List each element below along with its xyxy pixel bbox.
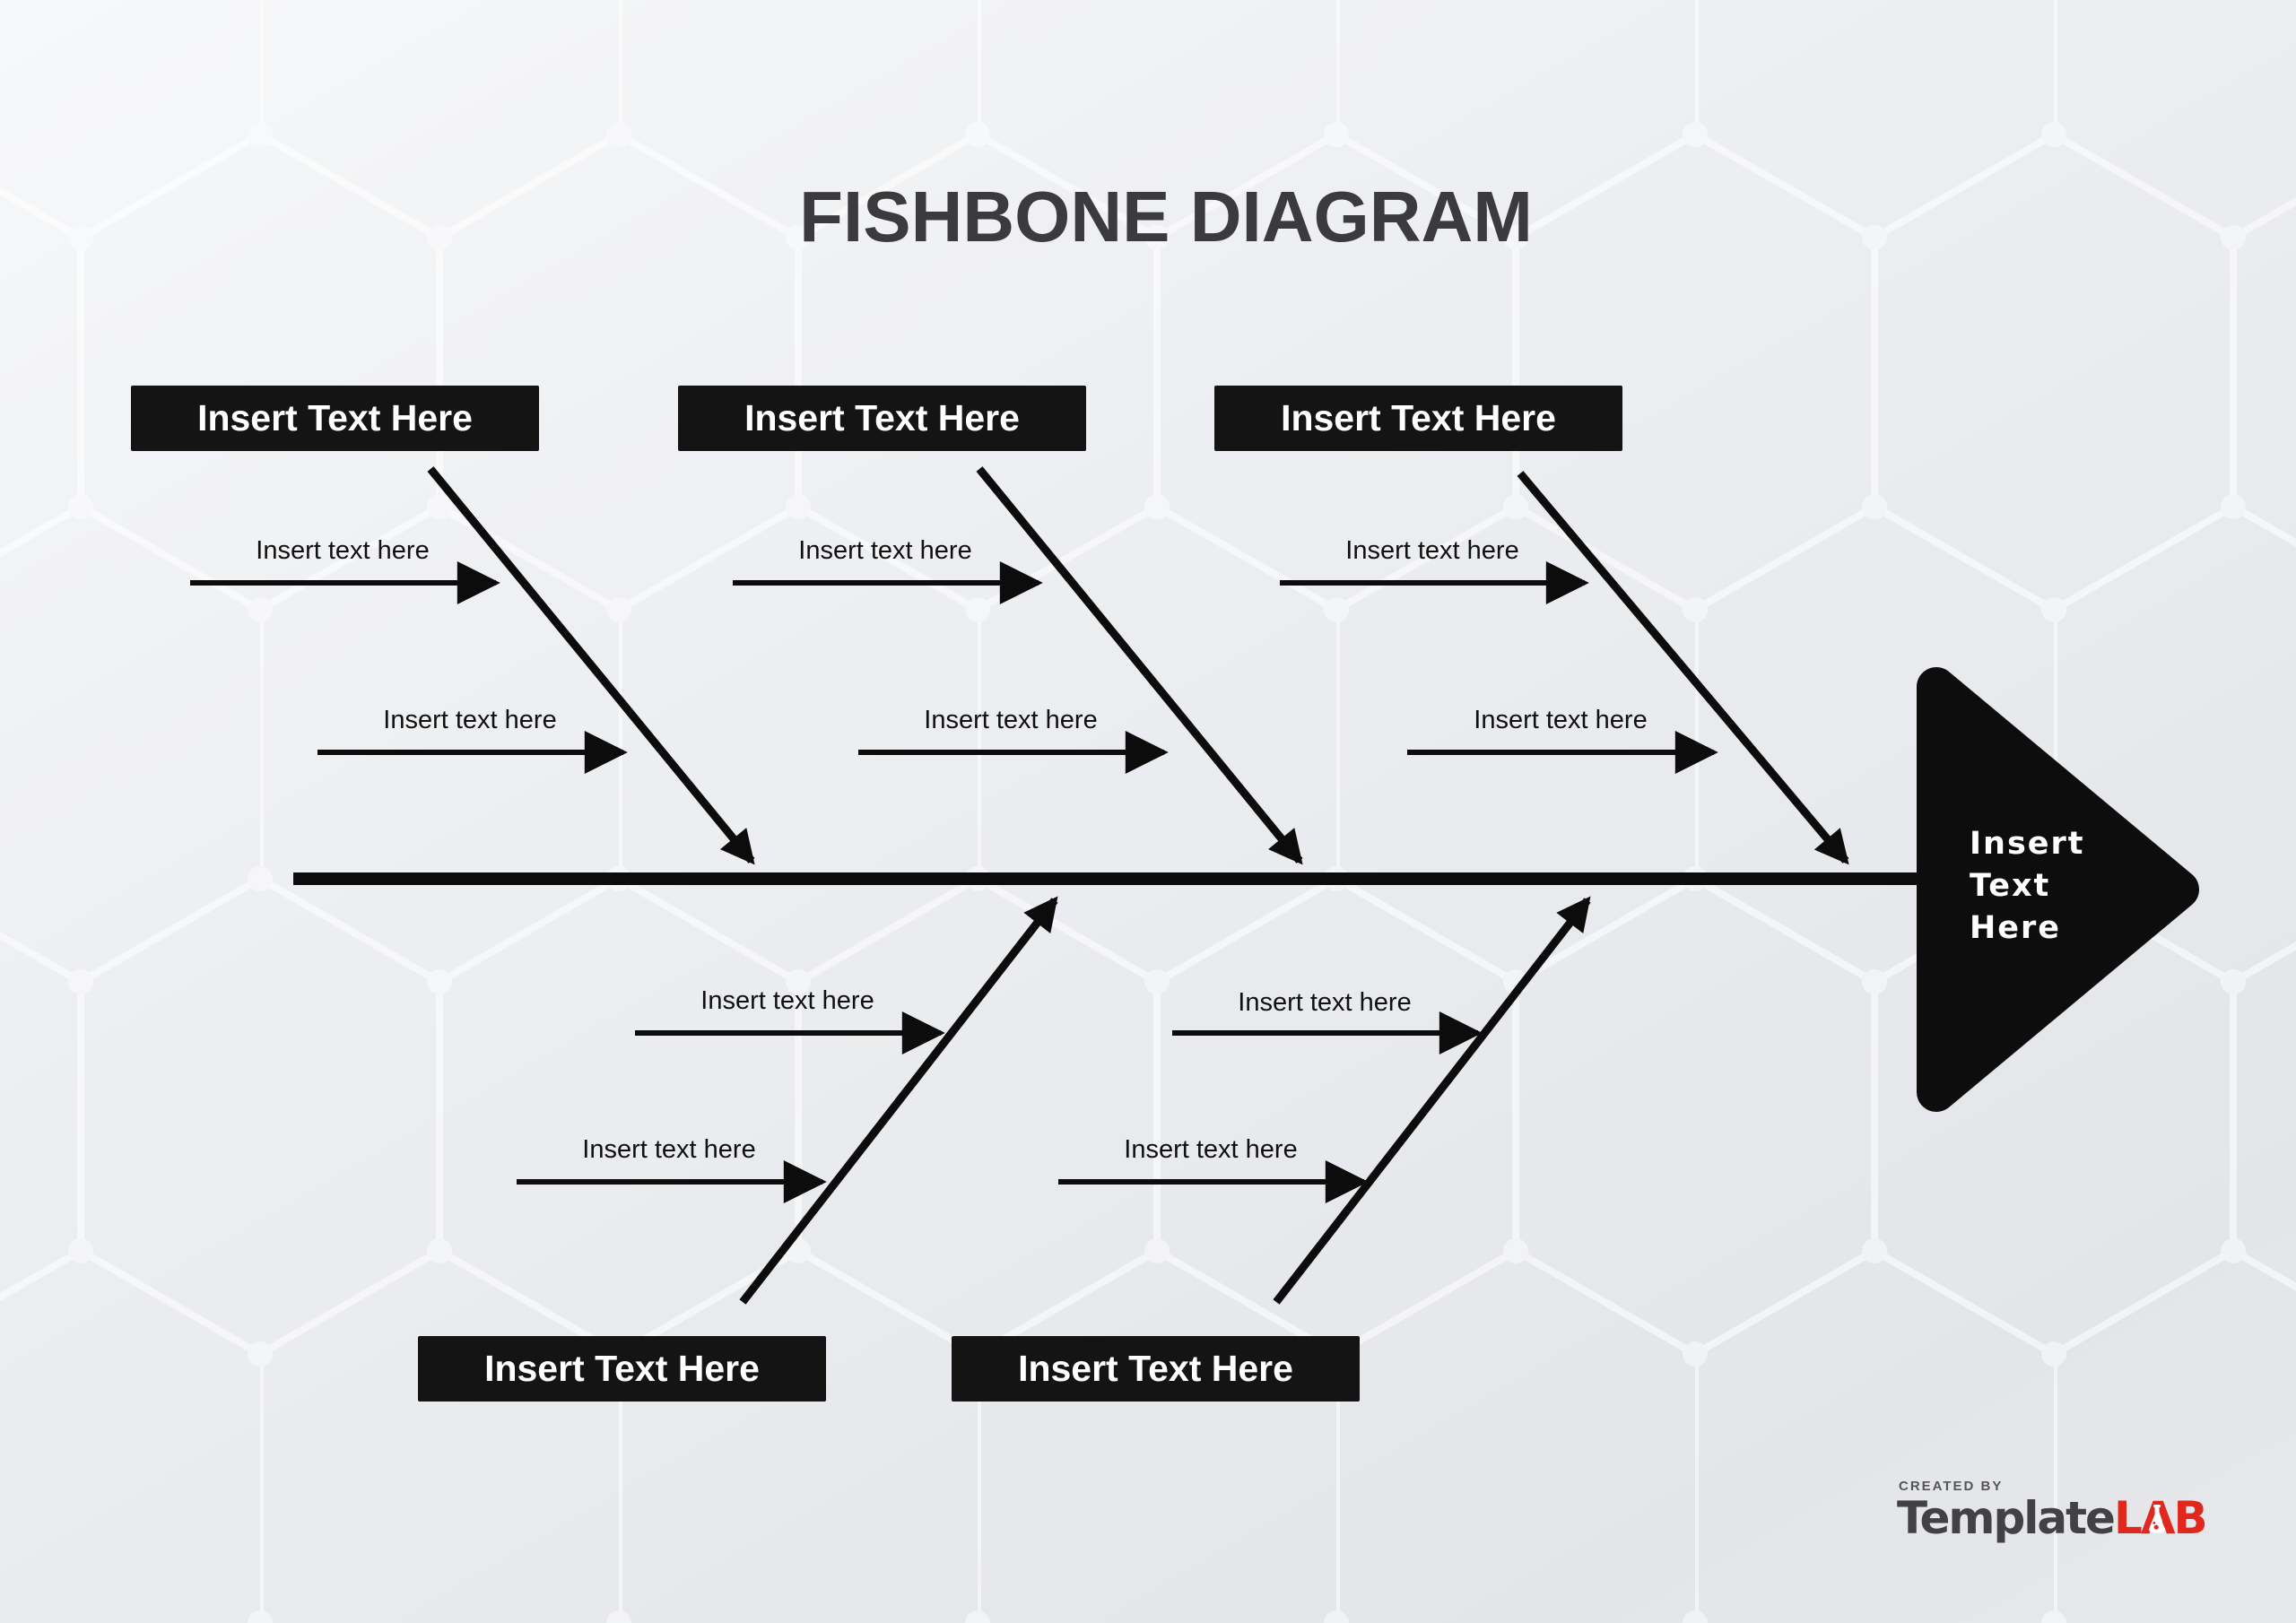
category-box-top-2-label: Insert Text Here	[744, 397, 1020, 438]
fish-head-label-line-1: Insert	[1970, 826, 2085, 862]
category-box-bottom-2-label: Insert Text Here	[1018, 1348, 1293, 1389]
bone-top-2	[976, 466, 1303, 865]
fish-head-arrow	[1917, 667, 2199, 1112]
bone-top-3	[1517, 471, 1849, 865]
fish-head-label-line-2: Text	[1970, 868, 2051, 904]
logo-created-by-text: CREATED BY	[1899, 1479, 2004, 1494]
bone-top-1	[427, 466, 755, 865]
templatelab-logo: CREATED BY TemplateLAB	[1897, 1479, 2208, 1544]
bone-bottom-2	[1273, 896, 1591, 1305]
cause-label-6: Insert text here	[1474, 706, 1648, 734]
category-box-top-2: Insert Text Here	[678, 386, 1086, 451]
category-box-bottom-1-label: Insert Text Here	[484, 1348, 760, 1389]
cause-label-9: Insert text here	[582, 1135, 756, 1164]
category-box-top-1: Insert Text Here	[131, 386, 539, 451]
category-box-top-3: Insert Text Here	[1214, 386, 1622, 451]
category-box-top-1-label: Insert Text Here	[197, 397, 473, 438]
cause-label-3: Insert text here	[1345, 536, 1519, 565]
cause-label-2: Insert text here	[798, 536, 972, 565]
page-title: FISHBONE DIAGRAM	[799, 177, 1533, 256]
cause-label-10: Insert text here	[1124, 1135, 1298, 1164]
cause-label-4: Insert text here	[383, 706, 557, 734]
logo-brand-text: Template	[1897, 1492, 2116, 1544]
category-box-bottom-2: Insert Text Here	[952, 1336, 1360, 1402]
bone-bottom-1	[739, 896, 1058, 1305]
flask-icon	[2149, 1505, 2165, 1533]
logo-brand-accent-text: LAB	[2114, 1496, 2208, 1541]
cause-label-1: Insert text here	[256, 536, 430, 565]
cause-label-8: Insert text here	[1238, 988, 1412, 1017]
fish-head-label-line-3: Here	[1970, 910, 2062, 946]
cause-label-5: Insert text here	[924, 706, 1098, 734]
category-box-bottom-1: Insert Text Here	[418, 1336, 826, 1402]
category-box-top-3-label: Insert Text Here	[1281, 397, 1556, 438]
cause-label-7: Insert text here	[700, 986, 874, 1015]
fish-head-label: Insert Text Here	[1970, 823, 2085, 950]
